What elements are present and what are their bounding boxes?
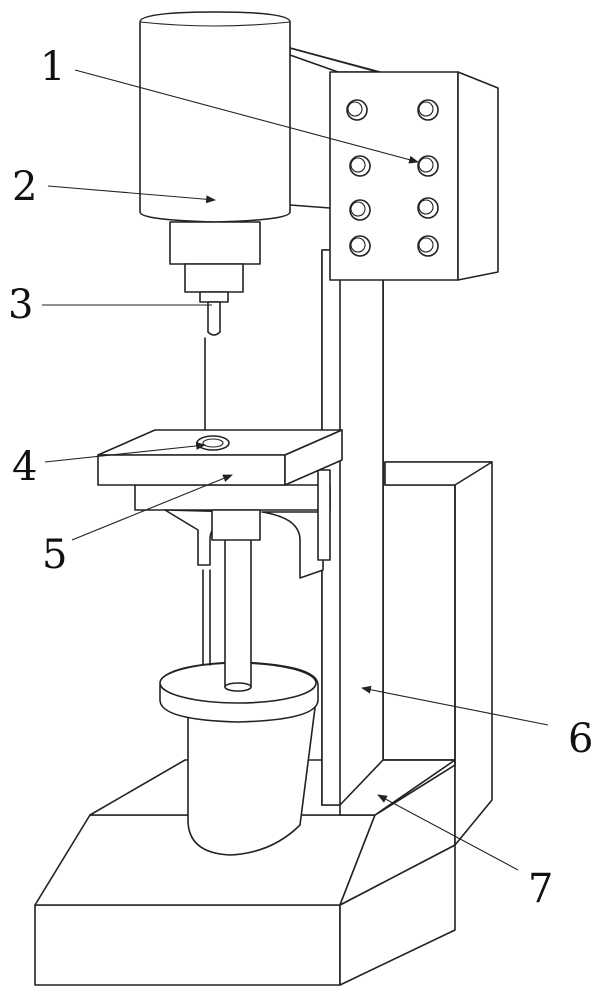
label-4: 4 [12,444,37,490]
callouts: 1 2 3 4 5 6 7 [8,44,593,912]
support-brackets [134,469,331,579]
callout-4: 4 [12,442,206,490]
cylinder [187,699,317,856]
callout-3: 3 [8,282,212,328]
label-2: 2 [12,164,37,210]
lift-rod [159,524,319,723]
label-5: 5 [42,532,67,578]
column [321,249,456,816]
label-3: 3 [8,282,33,328]
callout-7: 7 [377,794,553,912]
control-box [289,47,499,281]
drill-bit [204,301,221,431]
work-table [97,429,343,486]
base-housing [384,461,493,846]
label-7: 7 [528,866,553,912]
label-1: 1 [40,44,65,90]
motor [139,11,291,223]
callout-6: 6 [361,685,593,762]
callout-1: 1 [40,44,419,164]
spindle [169,221,261,303]
control-buttons [346,99,439,257]
label-6: 6 [568,716,593,762]
callout-5: 5 [42,474,233,578]
workpiece-ring [196,435,230,451]
callout-2: 2 [12,164,216,210]
